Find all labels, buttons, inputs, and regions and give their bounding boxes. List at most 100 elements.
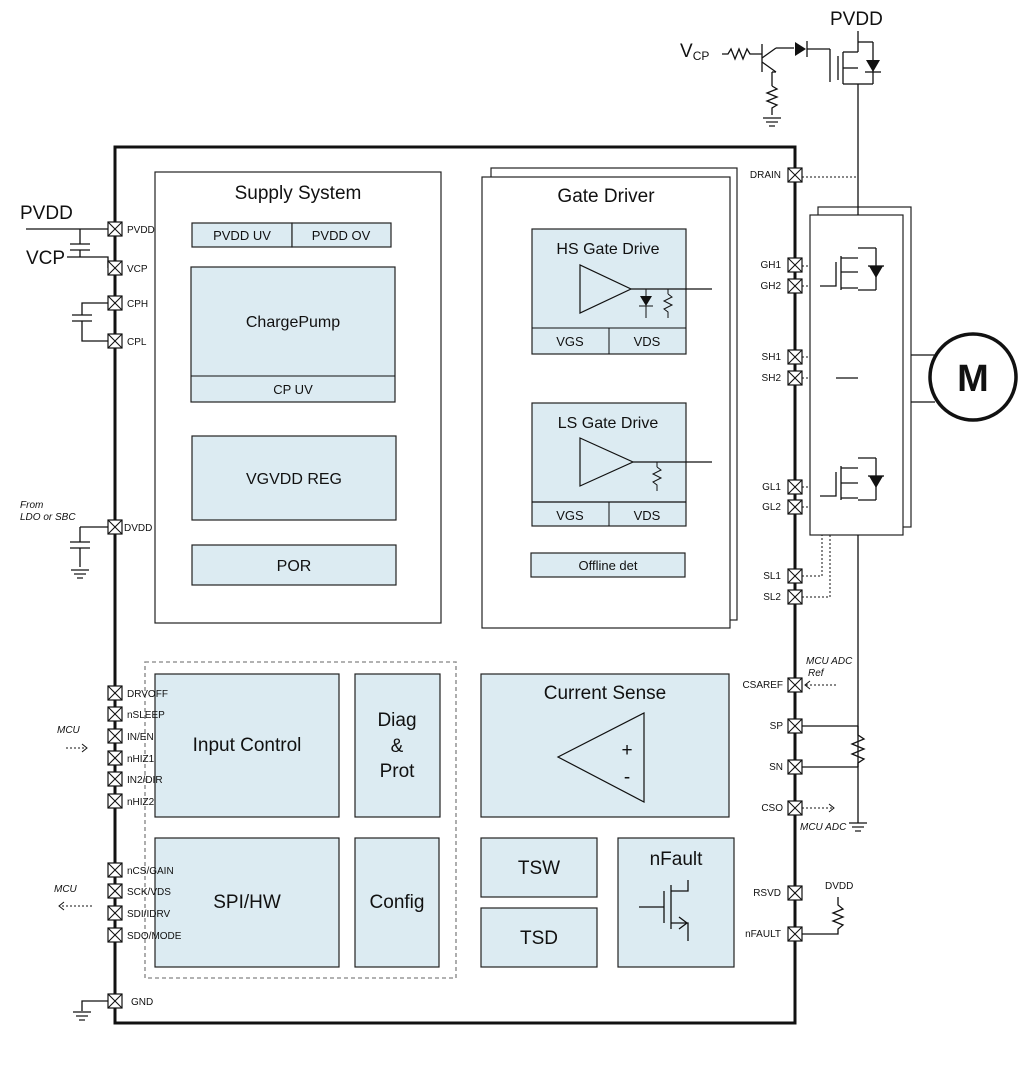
input-control-label: Input Control [193,735,302,756]
pin-label-nhiz2: nHIZ2 [127,797,155,808]
pin-label-gnd: GND [131,997,153,1008]
from-label: From [20,500,43,511]
pin-label-nfault: nFAULT [745,929,781,940]
diag-label-2: & [391,736,404,757]
mcu-adc-label: MCU ADC [800,822,847,833]
supply-system: Supply System PVDD UV PVDD OV ChargePump… [154,171,442,624]
left-pvdd-label: PVDD [20,203,73,224]
pin-pvdd: PVDD [107,221,155,237]
pin-label-dvdd: DVDD [124,523,152,534]
nfault-block-label: nFault [650,849,704,870]
pin-sp: SP [770,718,803,734]
mcu-in-label: MCU [57,725,81,736]
ldo-sbc-label: LDO or SBC [20,512,76,523]
current-sense: Current Sense + - [480,673,730,818]
top-predriver-circuit: PVDD VCP [680,9,883,180]
left-vcp-label: VCP [26,248,65,269]
pin-csaref: CSAREF [742,677,803,693]
top-vcp-main: V [680,41,693,62]
supply-title: Supply System [235,183,362,204]
pin-gh2: GH2 [760,278,803,294]
right-pins: DRAIN GH1 GH2 SH1 SH2 GL1 GL2 SL1 SL2 CS… [742,167,803,942]
diag-label-1: Diag [377,710,416,731]
pin-label-gl1: GL1 [762,482,781,493]
pin-gl1: GL1 [762,479,803,495]
diag-label-3: Prot [380,761,416,782]
config-label: Config [370,892,425,913]
pvdd-uv-label: PVDD UV [213,228,271,243]
pin-sdi-idrv: SDI/IDRV [107,905,170,921]
hs-vds-label: VDS [634,334,661,349]
pin-label-drvoff: DRVOFF [127,689,168,700]
pin-label-sh1: SH1 [762,352,782,363]
chargepump-label: ChargePump [246,314,340,331]
pin-cph: CPH [107,295,148,311]
pin-label-in-en: IN/EN [127,732,154,743]
logic-section: Input Control Diag & Prot SPI/HW Config [144,661,457,979]
pin-label-in2-dir: IN2/DIR [127,775,163,786]
spi-hw-label: SPI/HW [213,892,281,913]
top-vcp-label: VCP [680,41,709,63]
pin-label-nhiz1: nHIZ1 [127,754,155,765]
pin-label-sck-vds: SCK/VDS [127,887,171,898]
motor-label: M [957,358,989,400]
pvdd-ov-label: PVDD OV [312,228,371,243]
motor-symbol [928,332,1018,422]
top-vcp-sub: CP [693,49,710,63]
pin-drvoff: DRVOFF [107,685,168,701]
cp-uv-label: CP UV [273,382,313,397]
pin-sn: SN [769,759,803,775]
pin-label-sn: SN [769,762,783,773]
pin-gnd: GND [107,993,153,1009]
thermal-fault: TSW TSD nFault [480,837,735,968]
pin-sdo-mode: SDO/MODE [107,927,182,943]
pin-sh2: SH2 [762,370,803,386]
pin-label-sdi-idrv: SDI/IDRV [127,909,170,920]
por-label: POR [277,558,312,575]
amp-minus: - [624,767,630,788]
pin-in2-dir: IN2/DIR [107,771,163,787]
ls-gate-drive-label: LS Gate Drive [558,415,659,432]
pin-cso: CSO [761,800,803,816]
pin-nhiz1: nHIZ1 [107,750,155,766]
pin-sck-vds: SCK/VDS [107,883,171,899]
pin-label-ncs-gain: nCS/GAIN [127,866,174,877]
pin-ncs-gain: nCS/GAIN [107,862,174,878]
pin-label-sdo-mode: SDO/MODE [127,931,182,942]
pin-gh1: GH1 [760,257,803,273]
pin-label-drain: DRAIN [750,170,781,181]
ls-vgs-label: VGS [556,508,584,523]
pin-dvdd: DVDD [107,519,152,535]
ic-package-outline [113,145,797,1025]
mcu-adc-ref-label-2: Ref [808,668,825,679]
pin-label-sh2: SH2 [762,373,782,384]
left-pins: PVDD VCP CPH CPL DVDD DRVOFF nSLEEP IN/E… [107,221,182,1009]
tsw-label: TSW [518,858,560,879]
pin-sl1: SL1 [763,568,803,584]
current-sense-title: Current Sense [544,683,667,704]
dvdd-label: DVDD [825,881,853,892]
gate-driver: Gate Driver HS Gate Drive VGS VDS LS Gat… [481,167,738,629]
pin-rsvd: RSVD [753,885,803,901]
pin-label-nsleep: nSLEEP [127,710,165,721]
pin-label-rsvd: RSVD [753,888,781,899]
pin-label-pvdd: PVDD [127,225,155,236]
tsd-label: TSD [520,928,558,949]
pin-label-cph: CPH [127,299,148,310]
pin-label-sp: SP [770,721,784,732]
pin-label-sl2: SL2 [763,592,781,603]
pin-nsleep: nSLEEP [107,706,165,722]
pin-sl2: SL2 [763,589,803,605]
amp-plus: + [621,740,632,761]
pin-drain: DRAIN [750,167,803,183]
pin-label-gl2: GL2 [762,502,781,513]
pin-in-en: IN/EN [107,728,154,744]
pin-vcp: VCP [107,260,148,276]
pin-label-sl1: SL1 [763,571,781,582]
pin-cpl: CPL [107,333,147,349]
mcu-adc-ref-label-1: MCU ADC [806,656,853,667]
pin-label-gh2: GH2 [760,281,781,292]
ls-vds-label: VDS [634,508,661,523]
pin-label-gh1: GH1 [760,260,781,271]
